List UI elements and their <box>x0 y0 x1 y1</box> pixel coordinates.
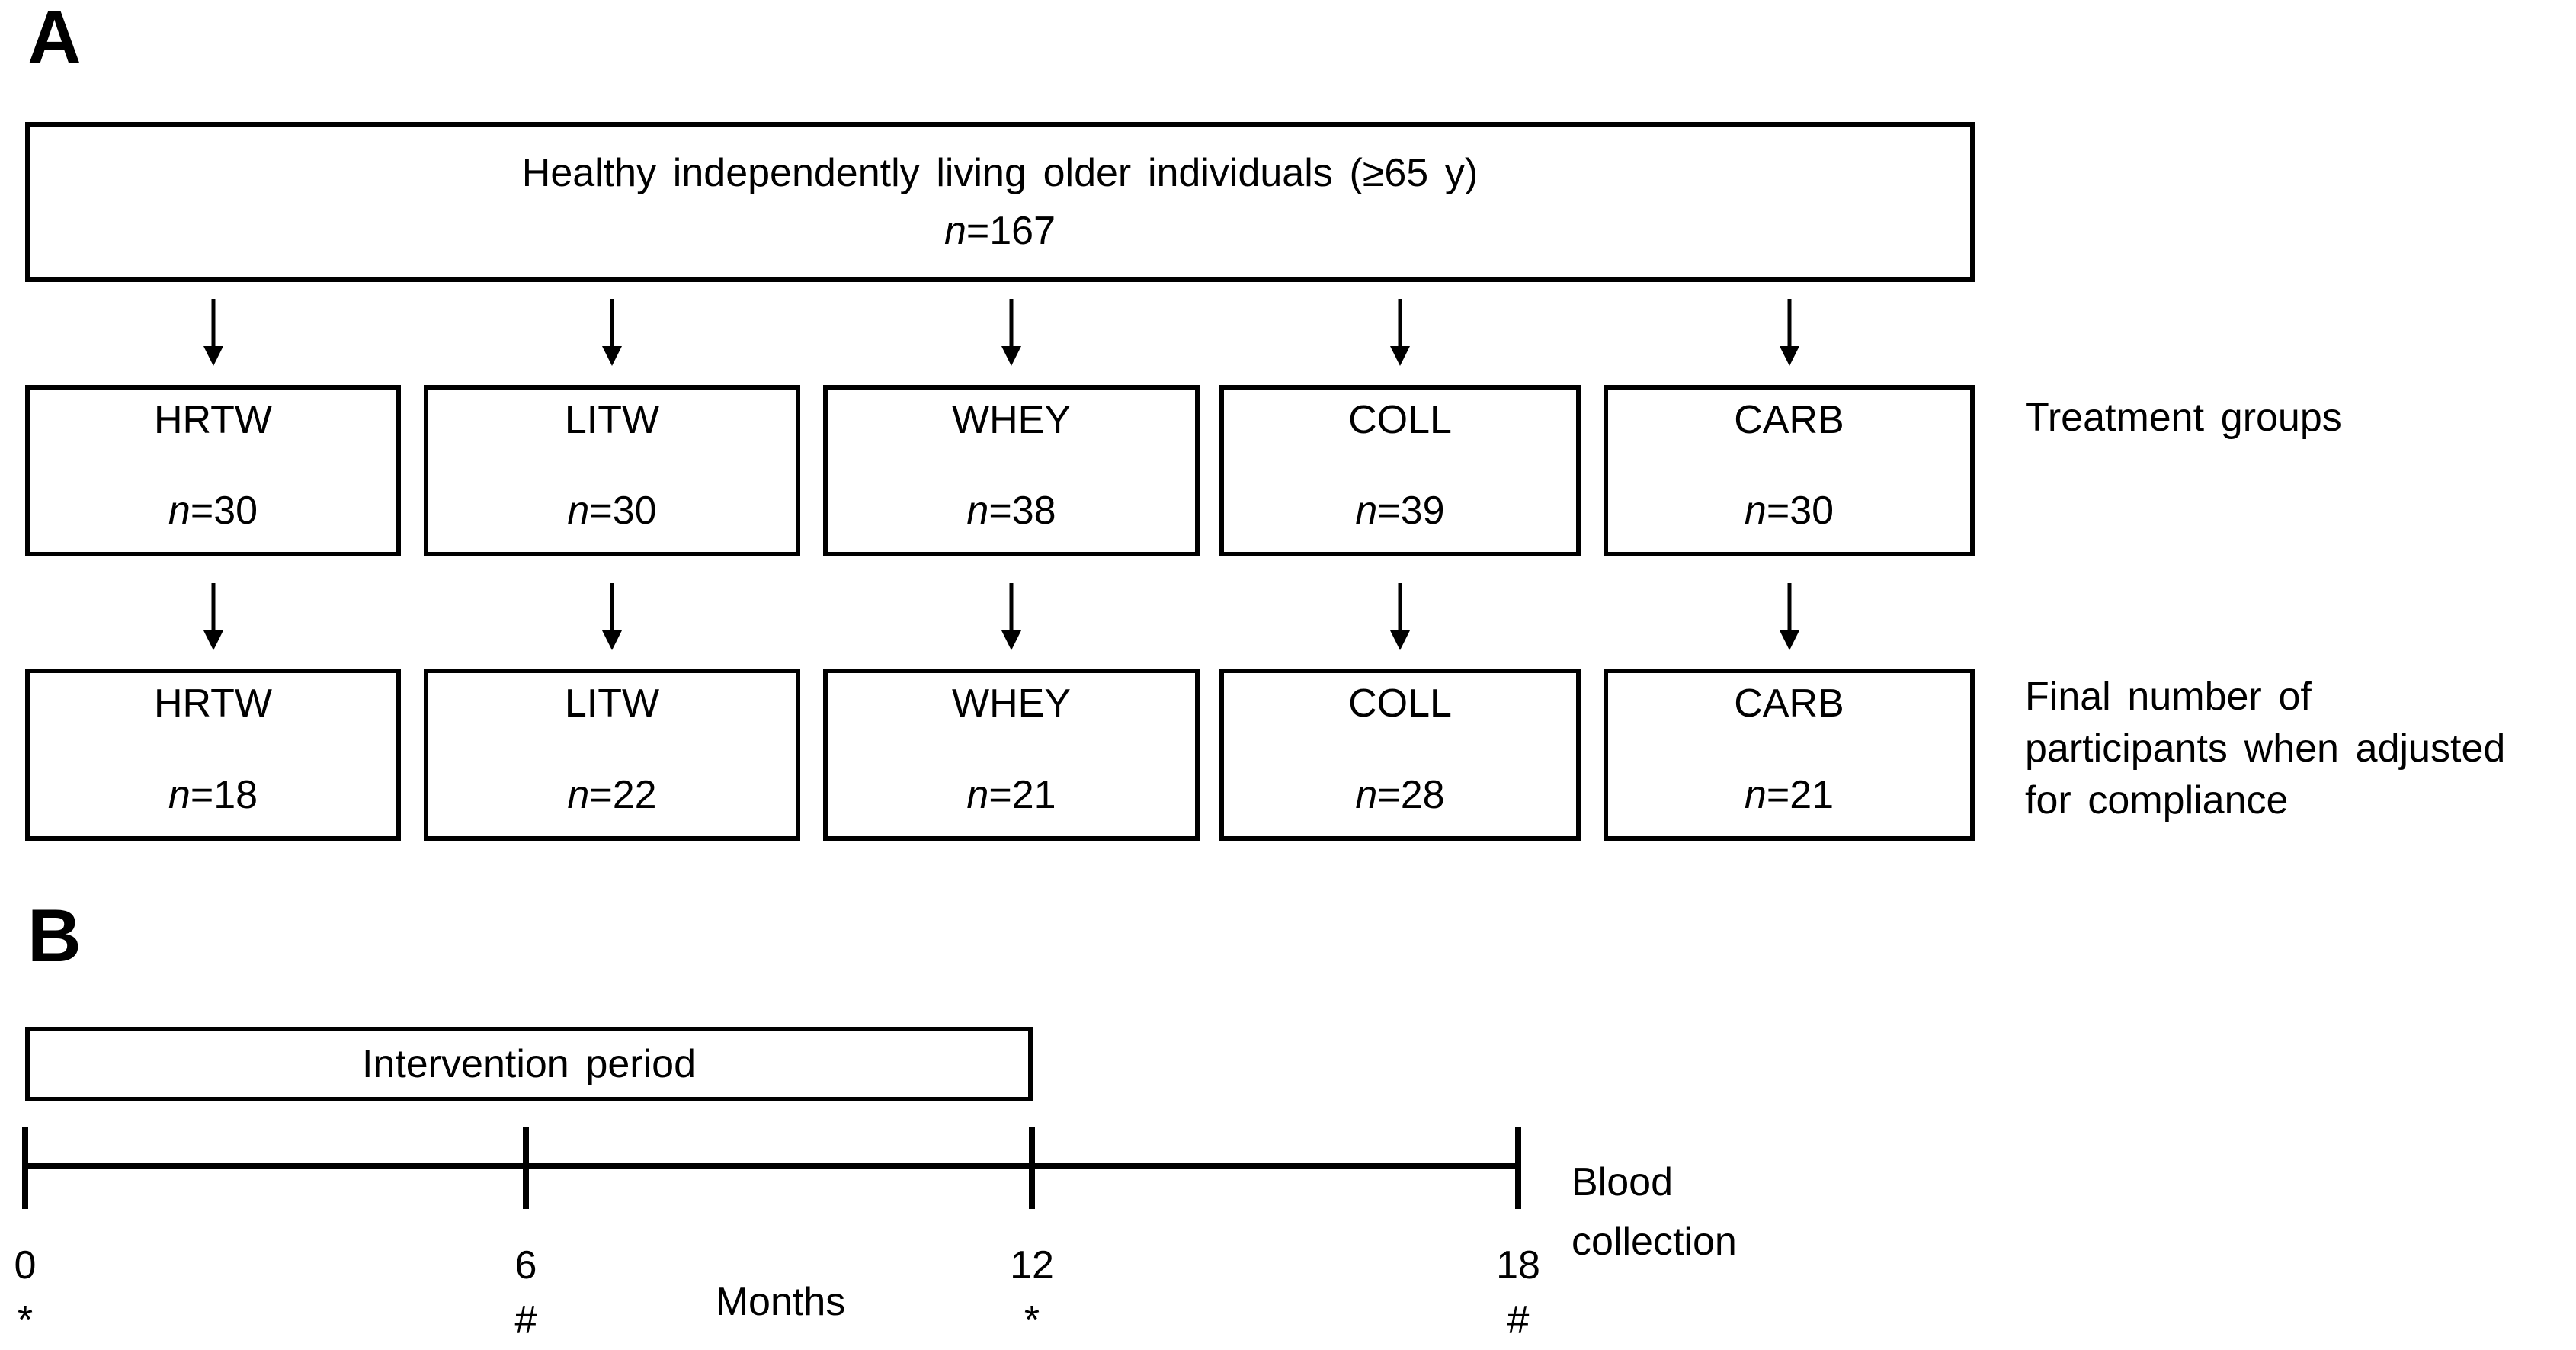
timeline-tick-6 <box>523 1127 529 1209</box>
intervention-period-box: Intervention period <box>25 1027 1033 1101</box>
arrow-down-icon <box>198 299 229 366</box>
intervention-period-label: Intervention period <box>361 1042 696 1086</box>
box-count: n=18 <box>168 773 258 817</box>
box-count: n=39 <box>1355 489 1445 533</box>
final-box-coll: COLL n=28 <box>1219 669 1581 841</box>
box-title: HRTW <box>153 681 272 726</box>
arrow-down-icon <box>597 583 627 650</box>
blood-collection-line: Blood <box>1572 1160 1673 1204</box>
box-title: CARB <box>1734 398 1844 442</box>
enrollment-count: n=167 <box>944 202 1056 260</box>
box-count: n=28 <box>1355 773 1445 817</box>
tick-symbol-18: # <box>1507 1298 1530 1342</box>
box-count: n=30 <box>567 489 657 533</box>
tick-value-6: 6 <box>514 1243 537 1287</box>
box-title: LITW <box>564 398 660 442</box>
blood-collection-label: Blood collection <box>1572 1153 1737 1271</box>
tick-symbol-12: * <box>1024 1298 1040 1342</box>
final-label-line: Final number of <box>2025 675 2312 719</box>
arrow-down-icon <box>996 299 1027 366</box>
treatment-box-litw: LITW n=30 <box>424 385 800 556</box>
tick-symbol-0: * <box>17 1298 34 1342</box>
final-label-line: participants when adjusted <box>2025 726 2506 771</box>
treatment-box-carb: CARB n=30 <box>1604 385 1975 556</box>
enrollment-box: Healthy independently living older indiv… <box>25 122 1975 282</box>
box-title: COLL <box>1348 681 1452 726</box>
panel-a-label: A <box>27 0 82 79</box>
tick-symbol-6: # <box>514 1298 537 1342</box>
box-title: CARB <box>1734 681 1844 726</box>
treatment-box-whey: WHEY n=38 <box>823 385 1200 556</box>
final-box-litw: LITW n=22 <box>424 669 800 841</box>
final-label-line: for compliance <box>2025 778 2289 823</box>
n-symbol: n <box>944 209 966 253</box>
box-count: n=38 <box>966 489 1056 533</box>
n-value: =167 <box>966 209 1056 253</box>
panel-b-label: B <box>27 893 82 977</box>
arrow-down-icon <box>996 583 1027 650</box>
box-count: n=30 <box>1744 489 1834 533</box>
timeline-tick-12 <box>1029 1127 1035 1209</box>
box-title: WHEY <box>952 398 1071 442</box>
box-title: LITW <box>564 681 660 726</box>
tick-value-18: 18 <box>1496 1243 1540 1287</box>
arrow-down-icon <box>597 299 627 366</box>
arrow-down-icon <box>1385 299 1415 366</box>
box-title: WHEY <box>952 681 1071 726</box>
blood-collection-line: collection <box>1572 1220 1737 1264</box>
timeline-axis <box>23 1163 1520 1169</box>
box-count: n=21 <box>966 773 1056 817</box>
timeline-tick-18 <box>1515 1127 1521 1209</box>
final-box-hrtw: HRTW n=18 <box>25 669 401 841</box>
arrow-down-icon <box>1774 299 1805 366</box>
box-count: n=30 <box>168 489 258 533</box>
arrow-down-icon <box>198 583 229 650</box>
final-box-whey: WHEY n=21 <box>823 669 1200 841</box>
arrow-down-icon <box>1385 583 1415 650</box>
final-participants-label: Final number of participants when adjust… <box>2025 671 2505 826</box>
tick-value-0: 0 <box>14 1243 37 1287</box>
box-count: n=22 <box>567 773 657 817</box>
treatment-box-coll: COLL n=39 <box>1219 385 1581 556</box>
treatment-groups-label: Treatment groups <box>2025 396 2342 440</box>
treatment-box-hrtw: HRTW n=30 <box>25 385 401 556</box>
enrollment-title: Healthy independently living older indiv… <box>521 151 1479 195</box>
tick-value-12: 12 <box>1010 1243 1054 1287</box>
box-count: n=21 <box>1744 773 1834 817</box>
box-title: HRTW <box>153 398 272 442</box>
box-title: COLL <box>1348 398 1452 442</box>
months-axis-label: Months <box>715 1280 846 1324</box>
timeline-tick-0 <box>22 1127 28 1209</box>
final-box-carb: CARB n=21 <box>1604 669 1975 841</box>
arrow-down-icon <box>1774 583 1805 650</box>
